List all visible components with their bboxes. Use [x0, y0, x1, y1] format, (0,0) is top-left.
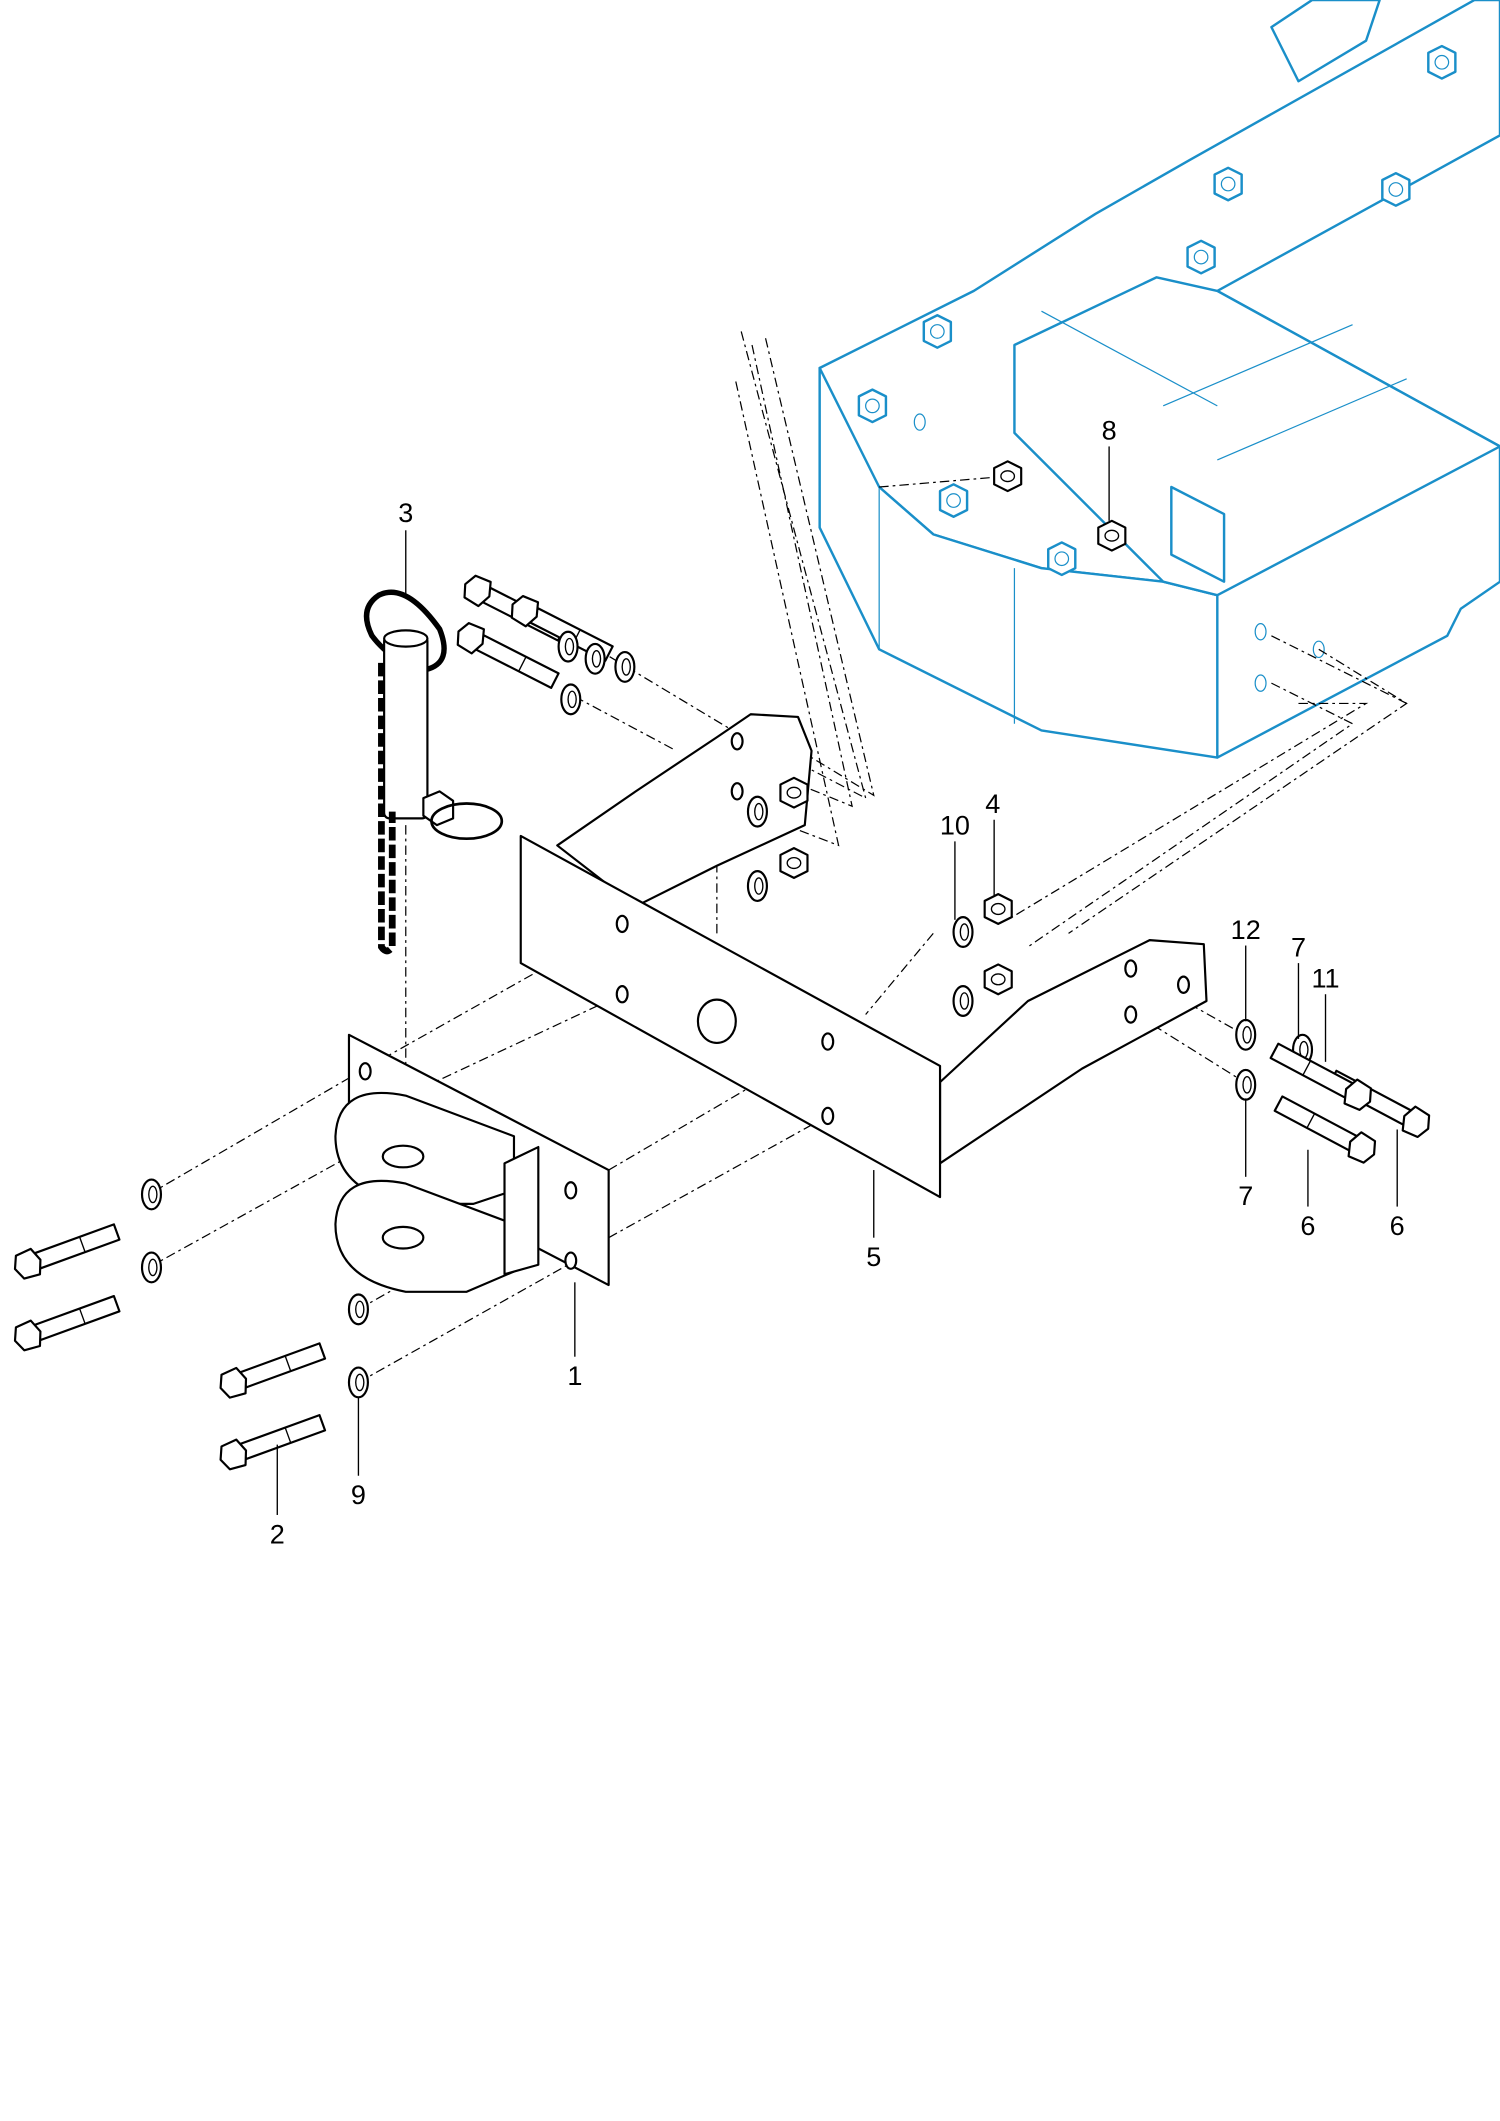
callout-11: 11	[1311, 963, 1339, 993]
callout-4: 4	[985, 789, 1000, 819]
callout-6-left: 6	[1300, 1211, 1315, 1241]
callout-3: 3	[398, 498, 413, 528]
callout-5: 5	[866, 1242, 881, 1272]
callout-10: 10	[940, 811, 970, 841]
callout-6-right: 6	[1390, 1211, 1405, 1241]
callout-8: 8	[1102, 416, 1117, 446]
drawbar-crossmember	[519, 713, 1208, 1199]
callout-2: 2	[270, 1519, 285, 1549]
callout-7-bottom: 7	[1238, 1181, 1253, 1211]
callout-9: 9	[351, 1480, 366, 1510]
callouts: 3 10 4 8 12 7 11 7 6 6 5 1 9 2	[270, 416, 1405, 1550]
tractor-frame	[818, 0, 1500, 759]
callout-1: 1	[567, 1361, 582, 1391]
hitch-jaw	[334, 1033, 610, 1293]
callout-12: 12	[1231, 915, 1261, 945]
hitch-pin	[363, 589, 504, 955]
callout-7-top: 7	[1291, 932, 1306, 962]
